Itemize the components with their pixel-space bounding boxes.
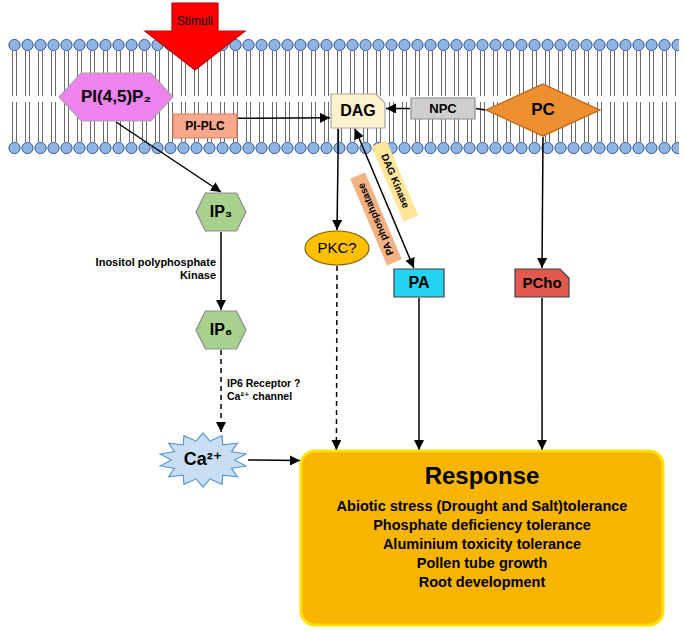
shape-fill xyxy=(486,84,600,136)
shape-fill xyxy=(173,114,237,138)
arrow-connector xyxy=(238,117,330,119)
arrow-connector xyxy=(220,350,222,432)
edge-label: IP6 Receptor ? Ca²⁺ channel xyxy=(227,377,323,402)
shape-fill xyxy=(305,231,369,265)
arrow-connector xyxy=(337,129,338,230)
shape-fill xyxy=(196,311,246,349)
enzyme-box: PI-PLC xyxy=(172,113,238,139)
enzyme-box: NPC xyxy=(410,97,476,120)
node-label: DAG xyxy=(340,102,376,121)
node-label: Abiotic stress (Drought and Salt)toleran… xyxy=(337,497,628,516)
arrow-connector xyxy=(418,298,420,450)
node-label: PI(4,5)P₂ xyxy=(81,87,151,107)
lipid-box: DAG xyxy=(330,93,386,129)
shape-fill xyxy=(515,269,569,297)
node-label: NPC xyxy=(429,101,456,116)
shape-outline xyxy=(145,3,245,70)
stimulus-arrow: Stimuli xyxy=(145,3,245,70)
node-label: Pollen tube growth xyxy=(417,554,548,573)
lipid-box: PA xyxy=(393,268,445,298)
shape-fill xyxy=(196,193,246,231)
node-label: PI-PLC xyxy=(185,119,224,133)
node-label: PCho xyxy=(522,274,561,292)
arrow-connector xyxy=(386,108,410,110)
node-label: PA xyxy=(408,274,429,293)
edge-label: Inositol polyphosphate Kinase xyxy=(66,256,216,282)
node-heading: Response xyxy=(425,460,540,491)
kinase-oval: PKC? xyxy=(304,230,370,266)
node-label: Root development xyxy=(419,573,545,592)
arrow-connector xyxy=(476,109,485,111)
shape-fill xyxy=(301,451,663,625)
node-label: IP₆ xyxy=(210,321,232,340)
messenger-hexagon: IP₆ xyxy=(195,310,247,350)
response-box: ResponseAbiotic stress (Drought and Salt… xyxy=(300,450,664,626)
node-label: PC xyxy=(531,100,555,120)
arrow-connector xyxy=(220,232,222,310)
metabolite-box: PCho xyxy=(514,268,570,298)
arrow-connector xyxy=(336,266,338,450)
arrow-connector xyxy=(541,298,543,450)
lipid-layer xyxy=(8,38,679,156)
lipid-diamond: PC xyxy=(485,83,601,137)
shape-fill xyxy=(145,3,245,70)
shape-fill xyxy=(394,269,444,297)
messenger-hexagon: IP₃ xyxy=(195,192,247,232)
shape-fill xyxy=(160,433,246,487)
calcium-star: Ca²⁺ xyxy=(158,432,248,488)
shape-fill xyxy=(59,73,173,121)
shape-fill xyxy=(331,94,385,128)
arrow-connector xyxy=(248,459,300,461)
node-label: Phosphate deficiency tolerance xyxy=(373,516,591,535)
node-label: IP₃ xyxy=(210,203,233,222)
node-label: Ca²⁺ xyxy=(184,449,223,470)
node-label: Stimuli xyxy=(177,14,213,28)
node-label: PKC? xyxy=(317,239,356,257)
node-label: Aluminium toxicity tolerance xyxy=(383,535,581,554)
lipid-hexagon: PI(4,5)P₂ xyxy=(58,72,174,122)
shape-fill xyxy=(411,98,475,119)
arrow-connector xyxy=(542,137,543,268)
